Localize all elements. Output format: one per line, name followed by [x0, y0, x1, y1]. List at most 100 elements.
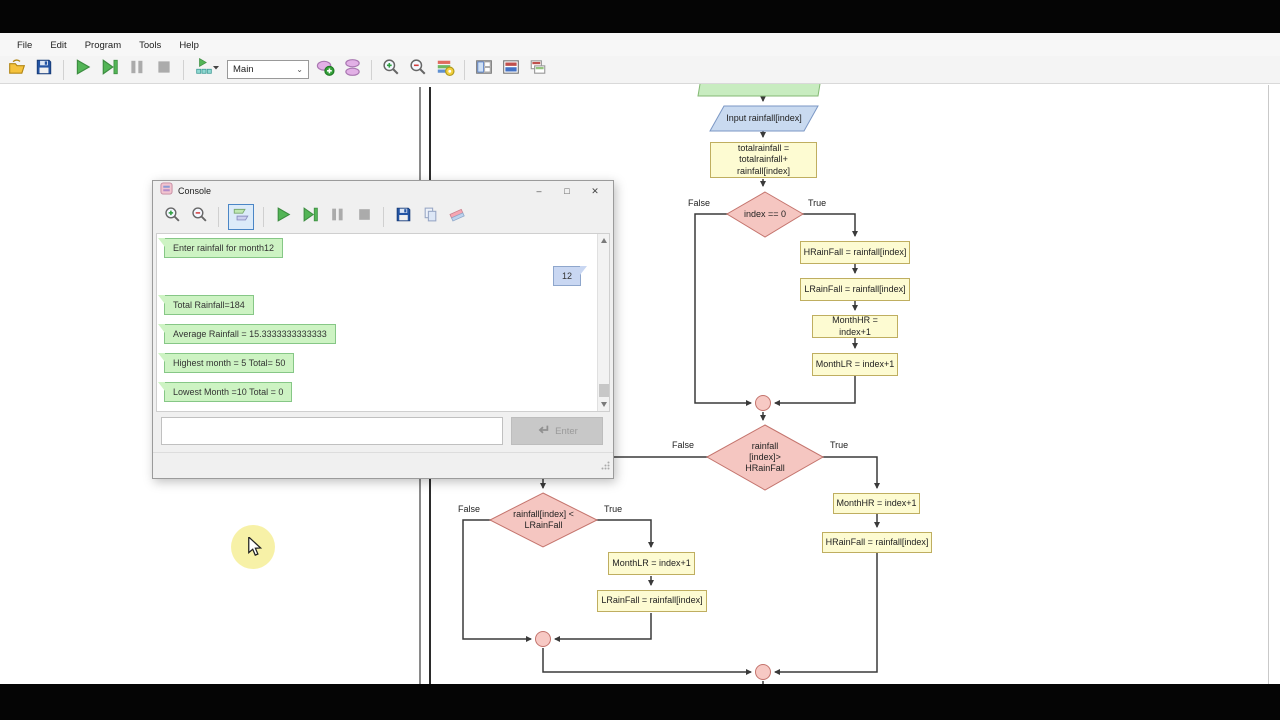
- enter-button[interactable]: Enter: [511, 417, 603, 445]
- assign-monthlr-box[interactable]: MonthLR = index+1: [812, 353, 898, 376]
- function-selector-value: Main: [233, 64, 254, 75]
- menu-tools[interactable]: Tools: [139, 40, 162, 51]
- console-scrollbar[interactable]: [597, 234, 609, 411]
- save-button[interactable]: [33, 59, 55, 81]
- add-function-icon: [316, 58, 335, 82]
- console-title-bar[interactable]: Console – □ ✕: [153, 181, 613, 201]
- scroll-down-arrow[interactable]: [601, 402, 607, 407]
- assign-lrainfall-box[interactable]: LRainFall = rainfall[index]: [800, 278, 910, 301]
- stop-icon: [356, 206, 373, 228]
- flowchart-icon: [195, 57, 213, 81]
- menu-file[interactable]: File: [17, 40, 33, 51]
- layout-output-icon: [502, 58, 520, 81]
- maximize-button[interactable]: □: [564, 186, 570, 196]
- toolbar-separator: [218, 207, 219, 227]
- assign-total-box[interactable]: totalrainfall = totalrainfall+ rainfall[…: [710, 142, 817, 178]
- add-function-button[interactable]: [314, 59, 336, 81]
- branch-label-false: False: [672, 440, 695, 450]
- console-zoom-out-button[interactable]: [189, 207, 209, 227]
- pause-button[interactable]: [126, 59, 148, 81]
- stop-icon: [155, 58, 173, 81]
- layout-cascade-button[interactable]: [527, 59, 549, 81]
- caret-down-icon: [212, 58, 220, 81]
- console-input-field[interactable]: [161, 417, 503, 445]
- console-copy-button[interactable]: [420, 207, 440, 227]
- decision-higher-text: rainfall [index]> HRainFall: [745, 440, 785, 474]
- console-toolbar: [153, 201, 613, 233]
- open-file-button[interactable]: [6, 59, 28, 81]
- zoom-in-icon: [164, 206, 181, 228]
- console-output-message: Enter rainfall for month12: [157, 238, 284, 258]
- console-status-bar: [153, 452, 613, 478]
- branch-label-false: False: [458, 504, 481, 514]
- pause-icon: [329, 206, 346, 228]
- step-icon: [302, 206, 319, 228]
- chevron-down-icon: ⌄: [296, 65, 303, 74]
- flowchart-windows-button[interactable]: [192, 57, 222, 81]
- play-icon: [74, 58, 92, 81]
- run-button[interactable]: [72, 59, 94, 81]
- chat-bubbles-icon: [232, 206, 250, 229]
- step-icon: [101, 58, 119, 81]
- console-step-button[interactable]: [300, 207, 320, 227]
- console-pause-button[interactable]: [327, 207, 347, 227]
- console-stop-button[interactable]: [354, 207, 374, 227]
- layout-split-button[interactable]: [473, 59, 495, 81]
- branch-label-true: True: [604, 504, 623, 514]
- toolbar-separator: [371, 59, 372, 80]
- letterbox-top: [0, 0, 1280, 33]
- enter-arrow-icon: [536, 423, 550, 440]
- console-run-button[interactable]: [273, 207, 293, 227]
- functions-icon: [343, 58, 362, 82]
- assign-hrainfall-box[interactable]: HRainFall = rainfall[index]: [800, 241, 910, 264]
- save-icon: [395, 206, 412, 228]
- decision-higher-label: rainfall [index]> HRainFall: [707, 425, 823, 490]
- console-output-message: Average Rainfall = 15.3333333333333: [158, 324, 336, 344]
- toolbar-separator: [63, 59, 64, 80]
- menu-bar: File Edit Program Tools Help: [0, 33, 1280, 56]
- step-button[interactable]: [99, 59, 121, 81]
- function-selector[interactable]: Main ⌄: [227, 60, 309, 79]
- right-panel-border: [1268, 85, 1269, 684]
- zoom-out-icon: [191, 206, 208, 228]
- letterbox-bottom: [0, 684, 1280, 720]
- zoom-out-button[interactable]: [407, 59, 429, 81]
- close-button[interactable]: ✕: [591, 185, 599, 196]
- zoom-in-button[interactable]: [380, 59, 402, 81]
- assign-hrainfall-box-2[interactable]: HRainFall = rainfall[index]: [822, 532, 932, 553]
- minimize-button[interactable]: –: [536, 186, 542, 196]
- zoom-options-button[interactable]: [434, 59, 456, 81]
- console-clear-button[interactable]: [447, 207, 467, 227]
- stop-button[interactable]: [153, 59, 175, 81]
- menu-program[interactable]: Program: [84, 40, 122, 51]
- enter-button-label: Enter: [555, 425, 578, 437]
- copy-icon: [422, 206, 439, 228]
- console-input-row: Enter: [153, 417, 613, 445]
- console-window-title: Console: [178, 186, 212, 196]
- console-window-icon: [160, 182, 173, 200]
- assign-monthhr-box[interactable]: MonthHR = index+1: [812, 315, 898, 338]
- branch-label-true: True: [808, 198, 827, 208]
- scrollbar-thumb[interactable]: [599, 384, 609, 397]
- assign-monthhr-box-2[interactable]: MonthHR = index+1: [833, 493, 920, 514]
- menu-help[interactable]: Help: [179, 40, 199, 51]
- console-zoom-in-button[interactable]: [162, 207, 182, 227]
- console-output-area[interactable]: Enter rainfall for month12 12 Total Rain…: [156, 233, 610, 412]
- console-save-button[interactable]: [393, 207, 413, 227]
- scroll-up-arrow[interactable]: [601, 238, 607, 243]
- console-output-message: Highest month = 5 Total= 50: [157, 353, 295, 373]
- toolbar-separator: [263, 207, 264, 227]
- toolbar-separator: [464, 59, 465, 80]
- eraser-icon: [448, 206, 466, 229]
- console-output-message: Total Rainfall=184: [158, 295, 254, 315]
- functions-button[interactable]: [341, 58, 363, 82]
- assign-monthlr-box-2[interactable]: MonthLR = index+1: [608, 552, 695, 575]
- toolbar-separator: [183, 59, 184, 80]
- chat-view-toggle-button[interactable]: [228, 204, 254, 230]
- menu-edit[interactable]: Edit: [50, 40, 67, 51]
- assign-lrainfall-box-2[interactable]: LRainFall = rainfall[index]: [597, 590, 707, 612]
- console-output-message: Lowest Month =10 Total = 0: [157, 382, 293, 402]
- layout-output-button[interactable]: [500, 59, 522, 81]
- resize-grip[interactable]: [601, 457, 610, 475]
